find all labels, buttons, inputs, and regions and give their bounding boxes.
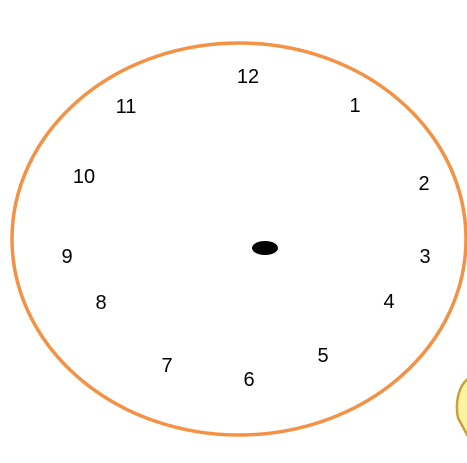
numeral-10: 10 <box>73 166 95 188</box>
numeral-8: 8 <box>95 292 106 314</box>
numeral-4: 4 <box>383 291 394 313</box>
clock-face <box>12 43 466 435</box>
numeral-9: 9 <box>61 246 72 268</box>
numeral-2: 2 <box>418 173 429 195</box>
numeral-12: 12 <box>237 66 259 88</box>
numeral-3: 3 <box>419 246 430 268</box>
numeral-1: 1 <box>349 95 360 117</box>
numeral-11: 11 <box>116 96 137 118</box>
clock-center-dot <box>252 241 278 255</box>
numeral-5: 5 <box>317 345 328 367</box>
numeral-6: 6 <box>243 369 254 391</box>
numeral-7: 7 <box>161 355 172 377</box>
corner-decoration-icon <box>457 377 467 440</box>
